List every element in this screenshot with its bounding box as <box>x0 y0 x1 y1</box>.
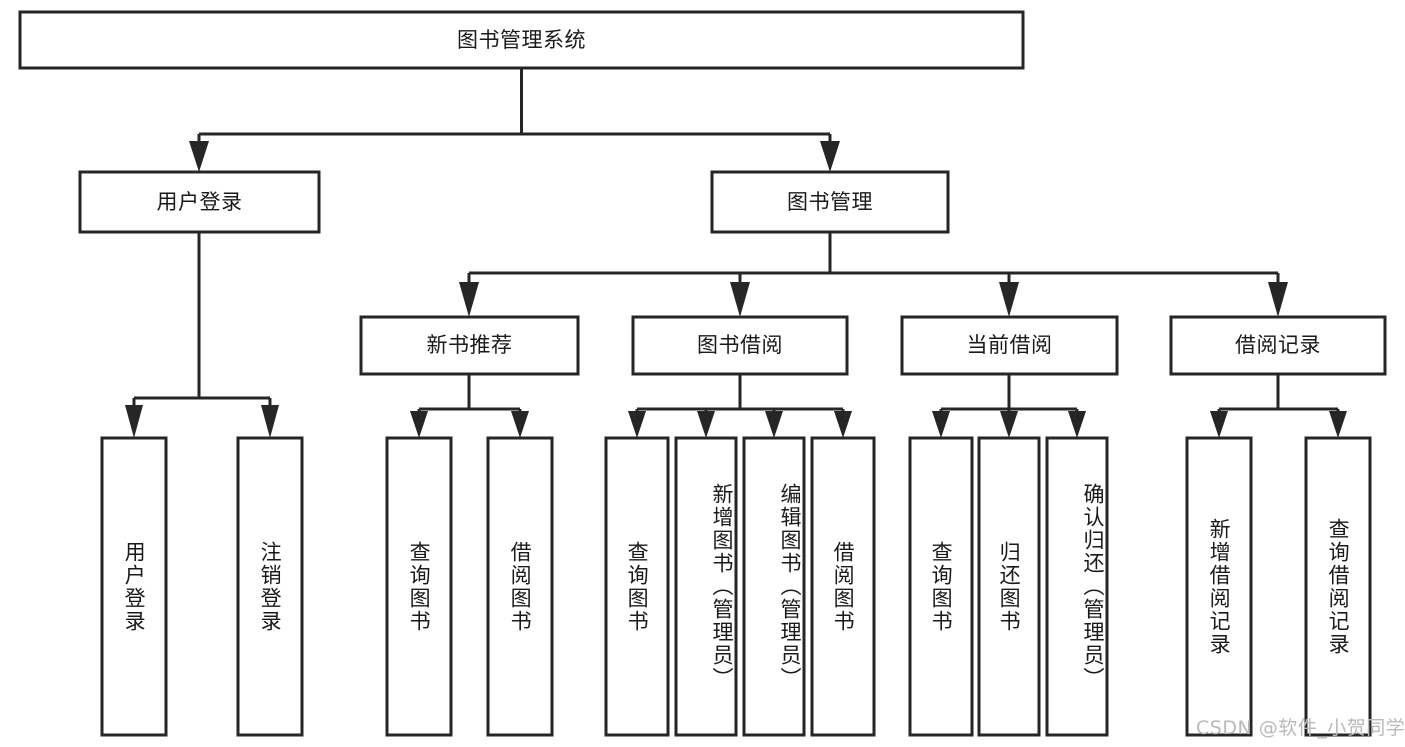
arrow-to-leaf-return-book <box>1000 411 1018 438</box>
edges-borrow-record-to-leaves <box>1210 374 1347 438</box>
edges-new-book-recommend-to-leaves <box>410 374 529 438</box>
arrow-to-leaf-edit-book <box>765 411 783 438</box>
node-box-leaf-query-book-1[interactable] <box>385 436 453 737</box>
node-box-leaf-query-book-3[interactable] <box>908 436 974 737</box>
node-box-leaf-borrow-book-2[interactable] <box>810 436 876 737</box>
node-box-book-borrow[interactable] <box>631 315 849 376</box>
arrow-to-leaf-user-login <box>125 405 143 438</box>
node-box-leaf-return-book[interactable] <box>977 436 1041 737</box>
edges-book-management-to-level3 <box>459 232 1288 317</box>
node-box-book-management[interactable] <box>710 170 950 234</box>
arrow-to-leaf-add-record <box>1210 411 1228 438</box>
node-box-user-login[interactable] <box>78 170 321 234</box>
node-box-leaf-borrow-book-1[interactable] <box>486 436 554 737</box>
edges-user-login-to-leaves <box>125 232 279 438</box>
arrow-to-user-login <box>189 141 209 172</box>
arrow-to-new-book-recommend <box>459 282 479 317</box>
arrow-to-borrow-record <box>1268 282 1288 317</box>
arrow-to-leaf-borrow-book-2 <box>834 411 852 438</box>
arrow-to-current-borrow <box>999 282 1019 317</box>
node-box-borrow-record[interactable] <box>1169 315 1387 376</box>
watermark-text: CSDN @软件_小贺同学 <box>1196 717 1405 739</box>
arrow-to-leaf-logout-login <box>261 405 279 438</box>
arrow-to-leaf-query-record <box>1329 411 1347 438</box>
node-box-leaf-confirm-return[interactable] <box>1045 436 1109 737</box>
node-box-leaf-logout-login[interactable] <box>236 436 304 737</box>
arrow-to-leaf-query-book-3 <box>932 411 950 438</box>
edges-book-borrow-to-leaves <box>628 374 852 438</box>
arrow-to-leaf-add-book <box>697 411 715 438</box>
node-box-leaf-add-book[interactable] <box>674 436 738 737</box>
arrow-to-leaf-confirm-return <box>1068 411 1086 438</box>
edges-root-to-level2 <box>189 68 840 172</box>
node-box-root[interactable] <box>18 10 1025 70</box>
arrow-to-leaf-borrow-book-1 <box>511 411 529 438</box>
edges-current-borrow-to-leaves <box>932 374 1086 438</box>
node-box-leaf-query-book-2[interactable] <box>604 436 670 737</box>
node-box-new-book-recommend[interactable] <box>359 315 580 376</box>
node-box-leaf-user-login[interactable] <box>100 436 168 737</box>
arrow-to-book-management <box>820 141 840 172</box>
arrow-to-leaf-query-book-2 <box>628 411 646 438</box>
arrow-to-leaf-query-book-1 <box>410 411 428 438</box>
node-box-leaf-add-record[interactable] <box>1185 436 1253 737</box>
arrow-to-book-borrow <box>730 282 750 317</box>
node-box-leaf-edit-book[interactable] <box>742 436 806 737</box>
node-box-current-borrow[interactable] <box>900 315 1119 376</box>
node-box-leaf-query-record[interactable] <box>1304 436 1372 737</box>
